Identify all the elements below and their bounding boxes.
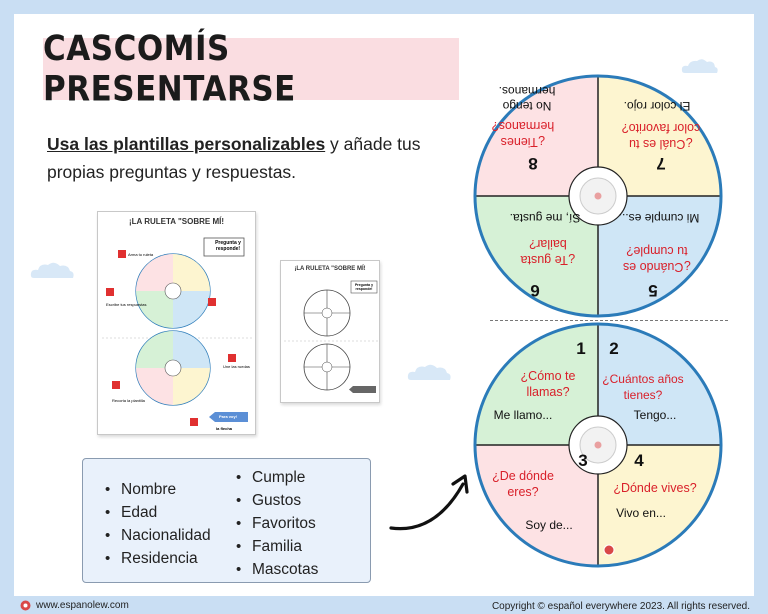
intro-rest: y añade tus propias preguntas y respuest… [47, 134, 421, 182]
question-1-line1: ¿Cómo te [521, 369, 576, 383]
question-4: ¿Dónde vives? [613, 481, 696, 495]
footer-website: www.espanolew.com [20, 600, 129, 611]
answer-8-line2: hermanos. [499, 84, 556, 98]
list-item: Familia [236, 535, 318, 558]
question-2-line1: ¿Cuántos años [602, 372, 683, 386]
thumb-box-label: Pregunta y responde! [215, 240, 241, 252]
template-preview-color: ¡LA RULETA "SOBRE MÍ! Pregunta y respond… [97, 211, 256, 435]
thumb-label: Recorta la plantilla [112, 398, 145, 403]
cut-line [490, 320, 728, 321]
answer-6: Sí, me gusta. [510, 211, 581, 225]
question-7-line1: ¿Cuál es tu [629, 137, 693, 151]
bottom-wheel: 1 ¿Cómo te llamas? Me llamo... 2 ¿Cuánto… [473, 322, 723, 568]
question-3-line2: eres? [507, 485, 538, 499]
topics-list-left: Nombre Edad Nacionalidad Residencia [105, 478, 211, 570]
website-text: www.espanolew.com [36, 600, 129, 611]
list-item: Favoritos [236, 512, 318, 535]
wheel-number: 8 [528, 154, 537, 173]
curved-arrow-icon [389, 474, 469, 531]
question-8-line1: ¿Tienes [501, 135, 546, 149]
answer-7: El color rojo. [624, 99, 691, 113]
wheel-number: 1 [576, 339, 585, 358]
thumb-wheels-illustration [102, 237, 252, 426]
list-item: Cumple [236, 466, 318, 489]
list-item: Edad [105, 501, 211, 524]
answer-8-line1: No tengo [502, 99, 551, 113]
question-5-line2: tu cumple? [626, 244, 687, 258]
intro-text: Usa las plantillas personalizables y aña… [47, 130, 427, 186]
wheel-number: 7 [656, 154, 665, 173]
cloud-icon [681, 59, 718, 73]
page-title: CASCOMÍS PRESENTARSE [43, 28, 296, 110]
thumb-wheels-illustration [284, 280, 378, 393]
logo-icon [20, 600, 31, 611]
thumb-label: Une las ruedas [223, 364, 250, 369]
cloud-icon [30, 262, 74, 278]
thumb-title: ¡LA RULETA "SOBRE MÍ! [294, 266, 366, 272]
list-item: Nombre [105, 478, 211, 501]
answer-3: Soy de... [525, 518, 572, 532]
thumb-label: Para voy! [219, 414, 238, 419]
list-item: Nacionalidad [105, 524, 211, 547]
template-preview-blank: ¡LA RULETA "SOBRE MÍ! Pregunta y respond… [280, 260, 380, 403]
answer-1: Me llamo... [494, 408, 553, 422]
question-1-line2: llamas? [526, 385, 569, 399]
list-item: Residencia [105, 547, 211, 570]
question-6-line2: bailar? [529, 237, 567, 251]
thumb-label: la flecha [216, 426, 233, 431]
cloud-icon [407, 364, 451, 380]
question-3-line1: ¿De dónde [492, 469, 554, 483]
footer-copyright: Copyright © español everywhere 2023. All… [491, 601, 750, 612]
list-item: Gustos [236, 489, 318, 512]
wheel-number: 5 [648, 281, 657, 300]
question-6-line1: ¿Te gusta [521, 253, 576, 267]
thumb-box-label: Pregunta y responde! [354, 283, 374, 291]
answer-4: Vivo en... [616, 506, 666, 520]
question-5-line1: ¿Cuándo es [623, 260, 691, 274]
logo-icon [603, 544, 615, 556]
wheel-number: 4 [634, 451, 644, 470]
wheel-number: 6 [530, 281, 539, 300]
intro-bold: Usa las plantillas personalizables [47, 134, 326, 154]
question-2-line2: tienes? [624, 388, 663, 402]
question-8-line2: hermanos? [492, 119, 555, 133]
thumb-title: ¡LA RULETA "SOBRE MÍ! [128, 217, 225, 226]
answer-5: Mi cumple es... [619, 211, 700, 225]
title-banner: CASCOMÍS PRESENTARSE [43, 29, 459, 109]
thumb-label: Arma tu ruleta [128, 252, 154, 257]
top-wheel: 6 ¿Te gusta bailar? Sí, me gusta. 5 ¿Cuá… [473, 74, 723, 318]
answer-2: Tengo... [634, 408, 677, 422]
thumb-label: Escribe tus respuestas [106, 302, 147, 307]
question-7-line2: color favorito? [622, 121, 701, 135]
list-item: Mascotas [236, 558, 318, 581]
topics-list-right: Cumple Gustos Favoritos Familia Mascotas [236, 466, 318, 581]
wheel-number: 3 [578, 451, 587, 470]
topics-list-box: Nombre Edad Nacionalidad Residencia Cump… [82, 458, 371, 583]
wheel-number: 2 [609, 339, 618, 358]
